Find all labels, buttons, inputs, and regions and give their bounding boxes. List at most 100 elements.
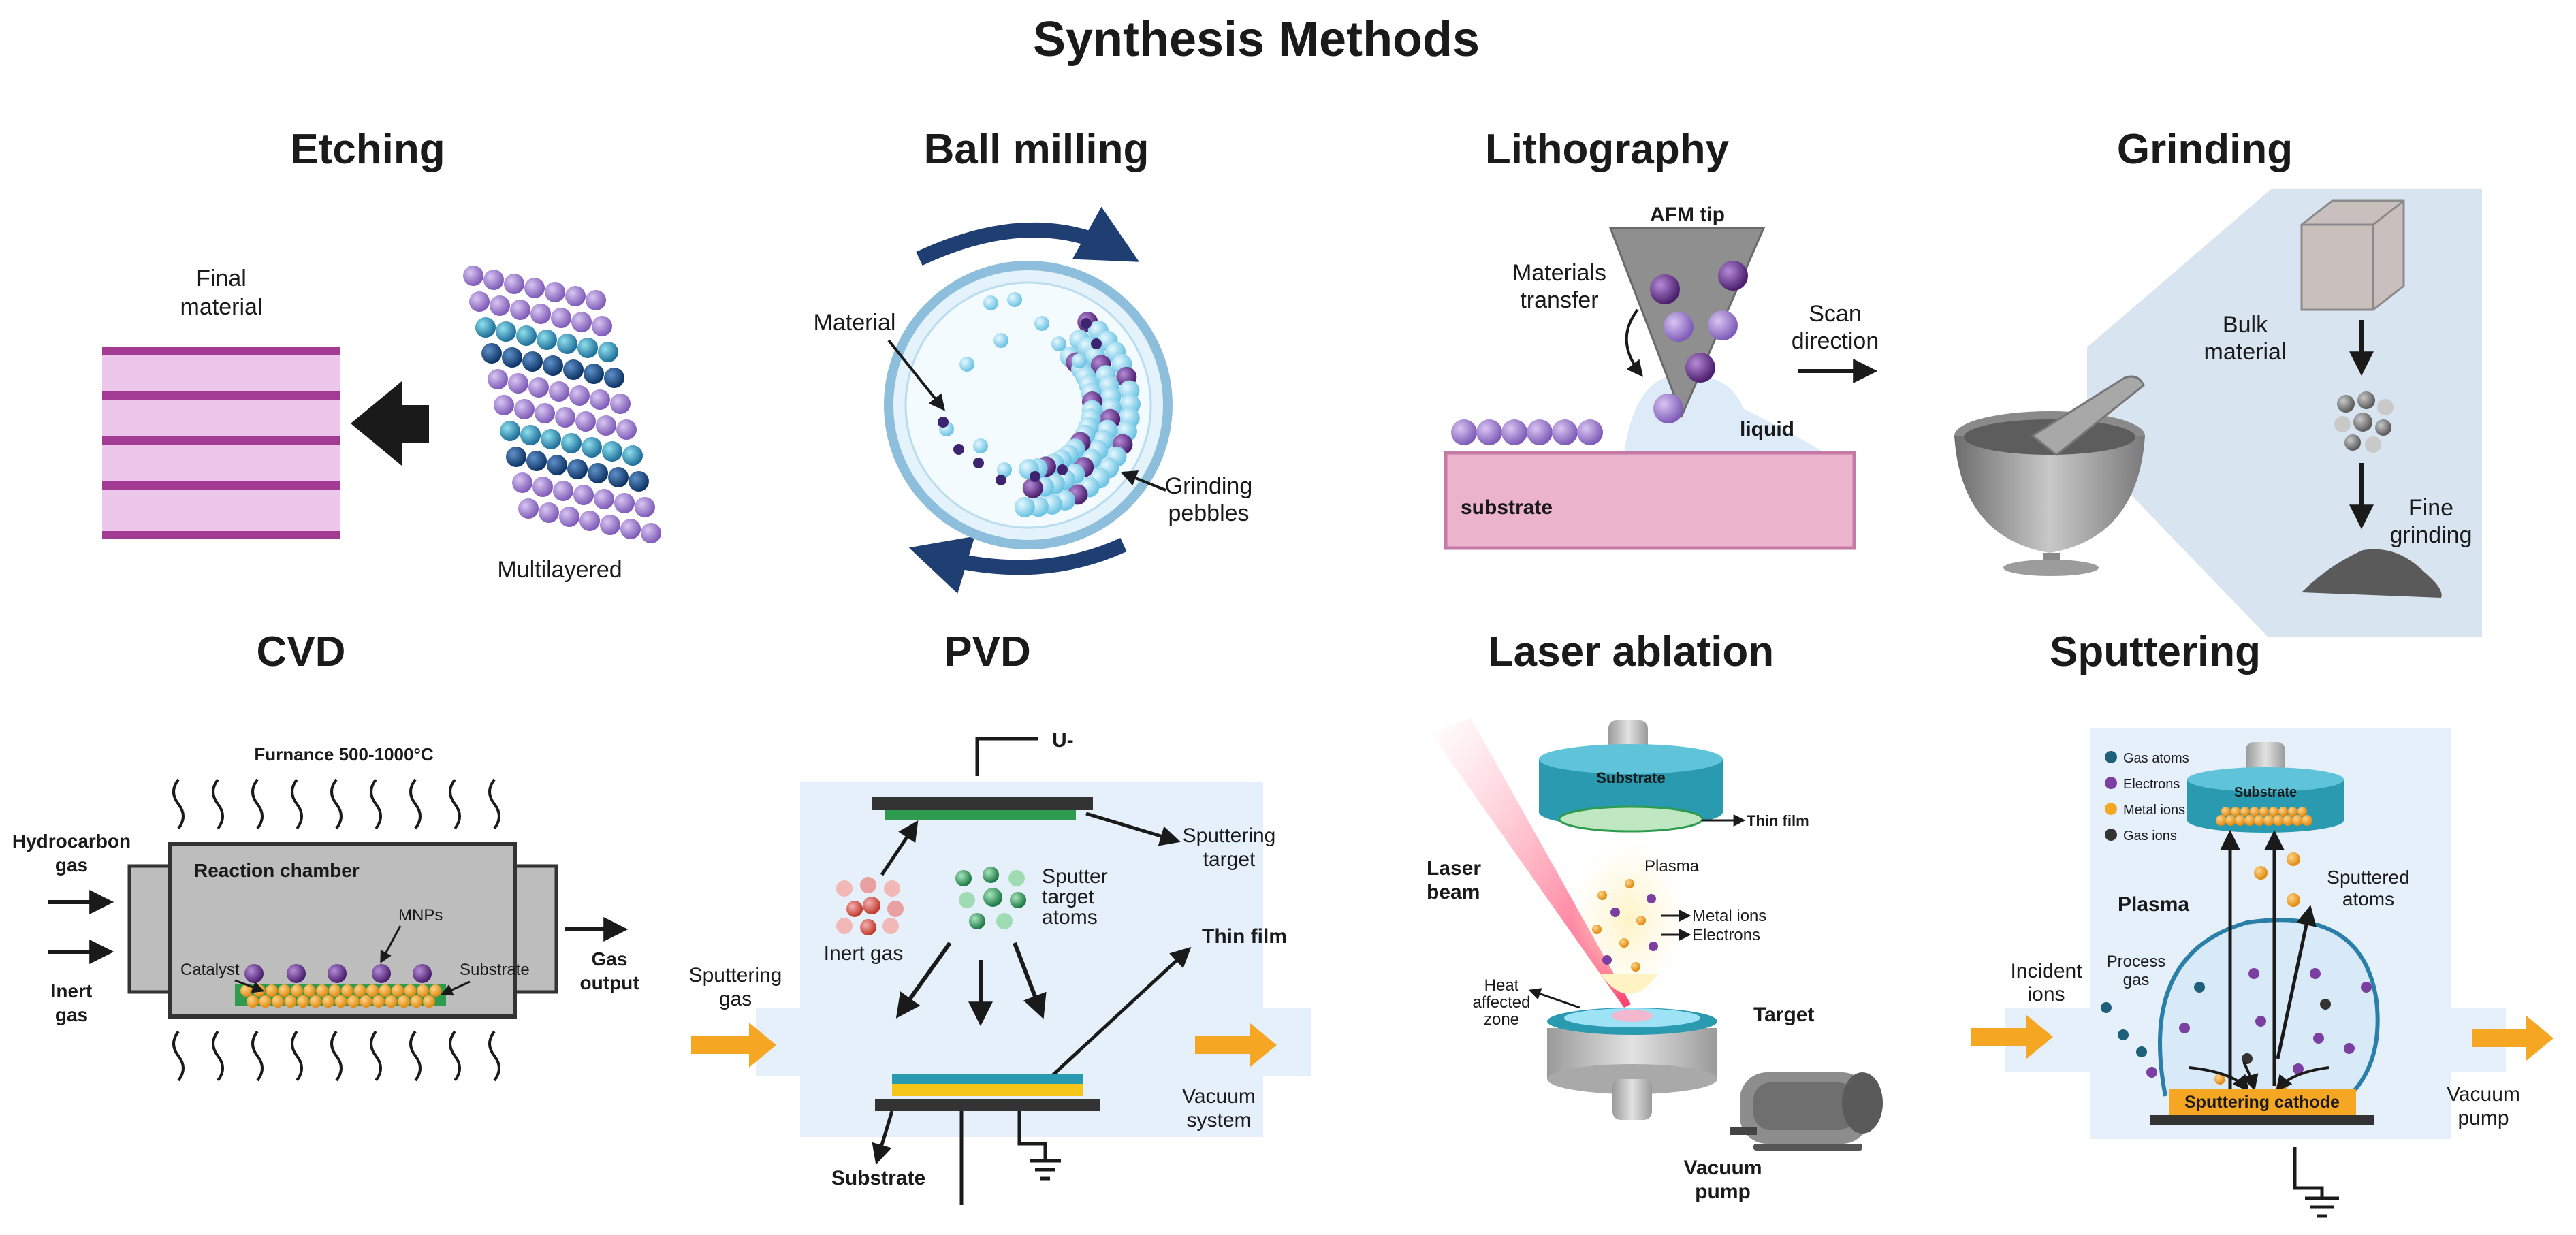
laser-vacuum-pump-label-2: pump (1695, 1181, 1751, 1203)
legend-metal-ions: Metal ions (2123, 803, 2185, 818)
grinding-pebbles-label-1: Grinding (1165, 473, 1253, 499)
target-label: Target (1753, 1004, 1814, 1026)
liquid-label: liquid (1740, 418, 1794, 440)
heat-waves-bottom-icon (172, 1030, 500, 1082)
sputtering-plasma-label: Plasma (2118, 893, 2189, 916)
page-title: Synthesis Methods (1033, 12, 1480, 67)
sputter-target-atoms-label-1: Sputter (1042, 865, 1108, 888)
final-material-label-1: Final (196, 266, 247, 291)
thin-film-label: Thin film (1202, 925, 1287, 948)
pvd-substrate-label: Substrate (831, 1167, 925, 1189)
material-label: Material (814, 310, 896, 336)
process-gas-particles (2101, 968, 2372, 1093)
crushed-particles (2334, 391, 2394, 453)
deposited-dots (1451, 419, 1603, 445)
laser-thin-film-label: Thin film (1747, 812, 1809, 829)
incident-ions-label-2: ions (2027, 983, 2065, 1006)
panel-laser-ablation: Laser ablation Substrate Thin film Plasm… (1427, 628, 1883, 1203)
laser-ablation-heading: Laser ablation (1488, 628, 1774, 675)
heat-zone-label-2: affected (1473, 993, 1531, 1012)
deposited-atoms (2216, 807, 2312, 826)
legend-gas-atoms-icon (2105, 751, 2117, 763)
sputter-target-atoms-label-2: target (1042, 886, 1094, 908)
afm-tip-label: AFM tip (1650, 204, 1725, 226)
sputtering-gas-label-1: Sputtering (689, 964, 782, 987)
catalyst-particles (240, 984, 442, 1008)
electrons-label: Electrons (1692, 926, 1760, 944)
thin-film-layer (892, 1084, 1083, 1096)
grinding-heading: Grinding (2117, 126, 2293, 173)
layered-material (102, 347, 340, 539)
grinding-pebbles (938, 292, 1141, 517)
panel-sputtering: Sputtering Gas atoms Electrons Metal ion… (1971, 628, 2554, 1218)
sputtering-target-label-2: target (1203, 848, 1256, 871)
cvd-heading: CVD (257, 628, 346, 675)
sputter-target-atoms-label-3: atoms (1042, 906, 1098, 929)
materials-transfer-label-1: Materials (1512, 260, 1606, 286)
fine-grinding-label-1: Fine (2408, 495, 2453, 521)
vacuum-pump-icon (1730, 1072, 1883, 1151)
sputtered-atoms-label-1: Sputtered (2327, 867, 2409, 888)
bulk-material-label-1: Bulk (2223, 312, 2268, 338)
sputtering-vacuum-arrow-icon (2472, 1016, 2554, 1061)
incident-ions-label-1: Incident (2010, 960, 2082, 982)
panel-grinding: Grinding Bulk material Fine grinding (1954, 126, 2482, 637)
panel-etching: Etching Final material Multilayered (102, 126, 661, 583)
sputtering-vacuum-pump-label-1: Vacuum (2447, 1083, 2520, 1106)
process-gas-label-1: Process (2107, 952, 2166, 971)
laser-beam-label-2: beam (1427, 881, 1480, 903)
mortar-pestle-icon (1954, 375, 2145, 576)
vacuum-system-label-1: Vacuum (1182, 1085, 1256, 1108)
etching-heading: Etching (290, 126, 445, 173)
hydrocarbon-gas-label-1: Hydrocarbon (12, 831, 131, 852)
legend-gas-ions: Gas ions (2123, 829, 2177, 844)
panel-cvd: CVD Furnance 500-1000°C Reaction chamber… (12, 628, 639, 1082)
laser-substrate-label: Substrate (1596, 769, 1665, 786)
sputtering-heading: Sputtering (2050, 628, 2261, 675)
pvd-heading: PVD (944, 628, 1030, 675)
catalyst-label: Catalyst (180, 961, 240, 979)
grinding-backdrop (2087, 189, 2482, 637)
final-material-label-2: material (180, 294, 263, 320)
inert-gas-label-2: gas (55, 1004, 88, 1025)
laser-plasma-label: Plasma (1644, 857, 1700, 876)
ball-milling-heading: Ball milling (924, 126, 1149, 173)
inert-gas-label: Inert gas (824, 942, 904, 965)
sputtering-substrate-label: Substrate (2234, 785, 2297, 800)
hydrocarbon-gas-label-2: gas (55, 854, 88, 876)
vacuum-system-label-2: system (1186, 1109, 1251, 1132)
incident-ions-arrow-icon (1971, 1014, 2053, 1059)
legend: Gas atoms Electrons Metal ions Gas ions (2105, 751, 2189, 844)
voltage-label: U- (1052, 729, 1074, 752)
heat-zone-label-1: Heat (1484, 976, 1519, 995)
arrow-left-icon (351, 381, 429, 466)
scan-direction-label-2: direction (1792, 328, 1879, 354)
plasma-plume (1571, 837, 1687, 1001)
legend-gas-ions-icon (2105, 829, 2117, 841)
plasma-particles (1592, 879, 1658, 972)
sputtering-gas-label-2: gas (719, 988, 752, 1010)
sputtering-cathode (2169, 1089, 2356, 1115)
sputtered-atoms-label-2: atoms (2342, 888, 2394, 910)
sputtering-target-plate (885, 810, 1076, 820)
bulk-cube-icon (2300, 199, 2405, 311)
rotation-arrow-bottom-icon (908, 536, 1127, 594)
lithography-heading: Lithography (1485, 126, 1730, 173)
mnps-label: MNPs (398, 906, 443, 925)
materials-transfer-label-2: transfer (1520, 287, 1598, 313)
furnace-label: Furnance 500-1000°C (254, 744, 434, 765)
gas-output-label-1: Gas (592, 948, 628, 969)
sputtering-cathode-label: Sputtering cathode (2184, 1093, 2340, 1112)
process-gas-label-2: gas (2123, 971, 2150, 989)
gas-output-label-2: output (579, 972, 639, 993)
bulk-material-label-2: material (2204, 339, 2287, 365)
multilayered-crystal (463, 266, 661, 543)
cvd-substrate-label: Substrate (460, 961, 530, 979)
gas-inlet-arrow-icon (691, 1023, 776, 1068)
substrate-label: substrate (1461, 496, 1553, 519)
panel-pvd: PVD U- Sputtering target Inert gas Sputt… (689, 628, 1311, 1205)
inert-gas-particles (836, 877, 904, 935)
thin-film-disk (1558, 805, 1704, 833)
legend-metal-ions-icon (2105, 803, 2117, 815)
